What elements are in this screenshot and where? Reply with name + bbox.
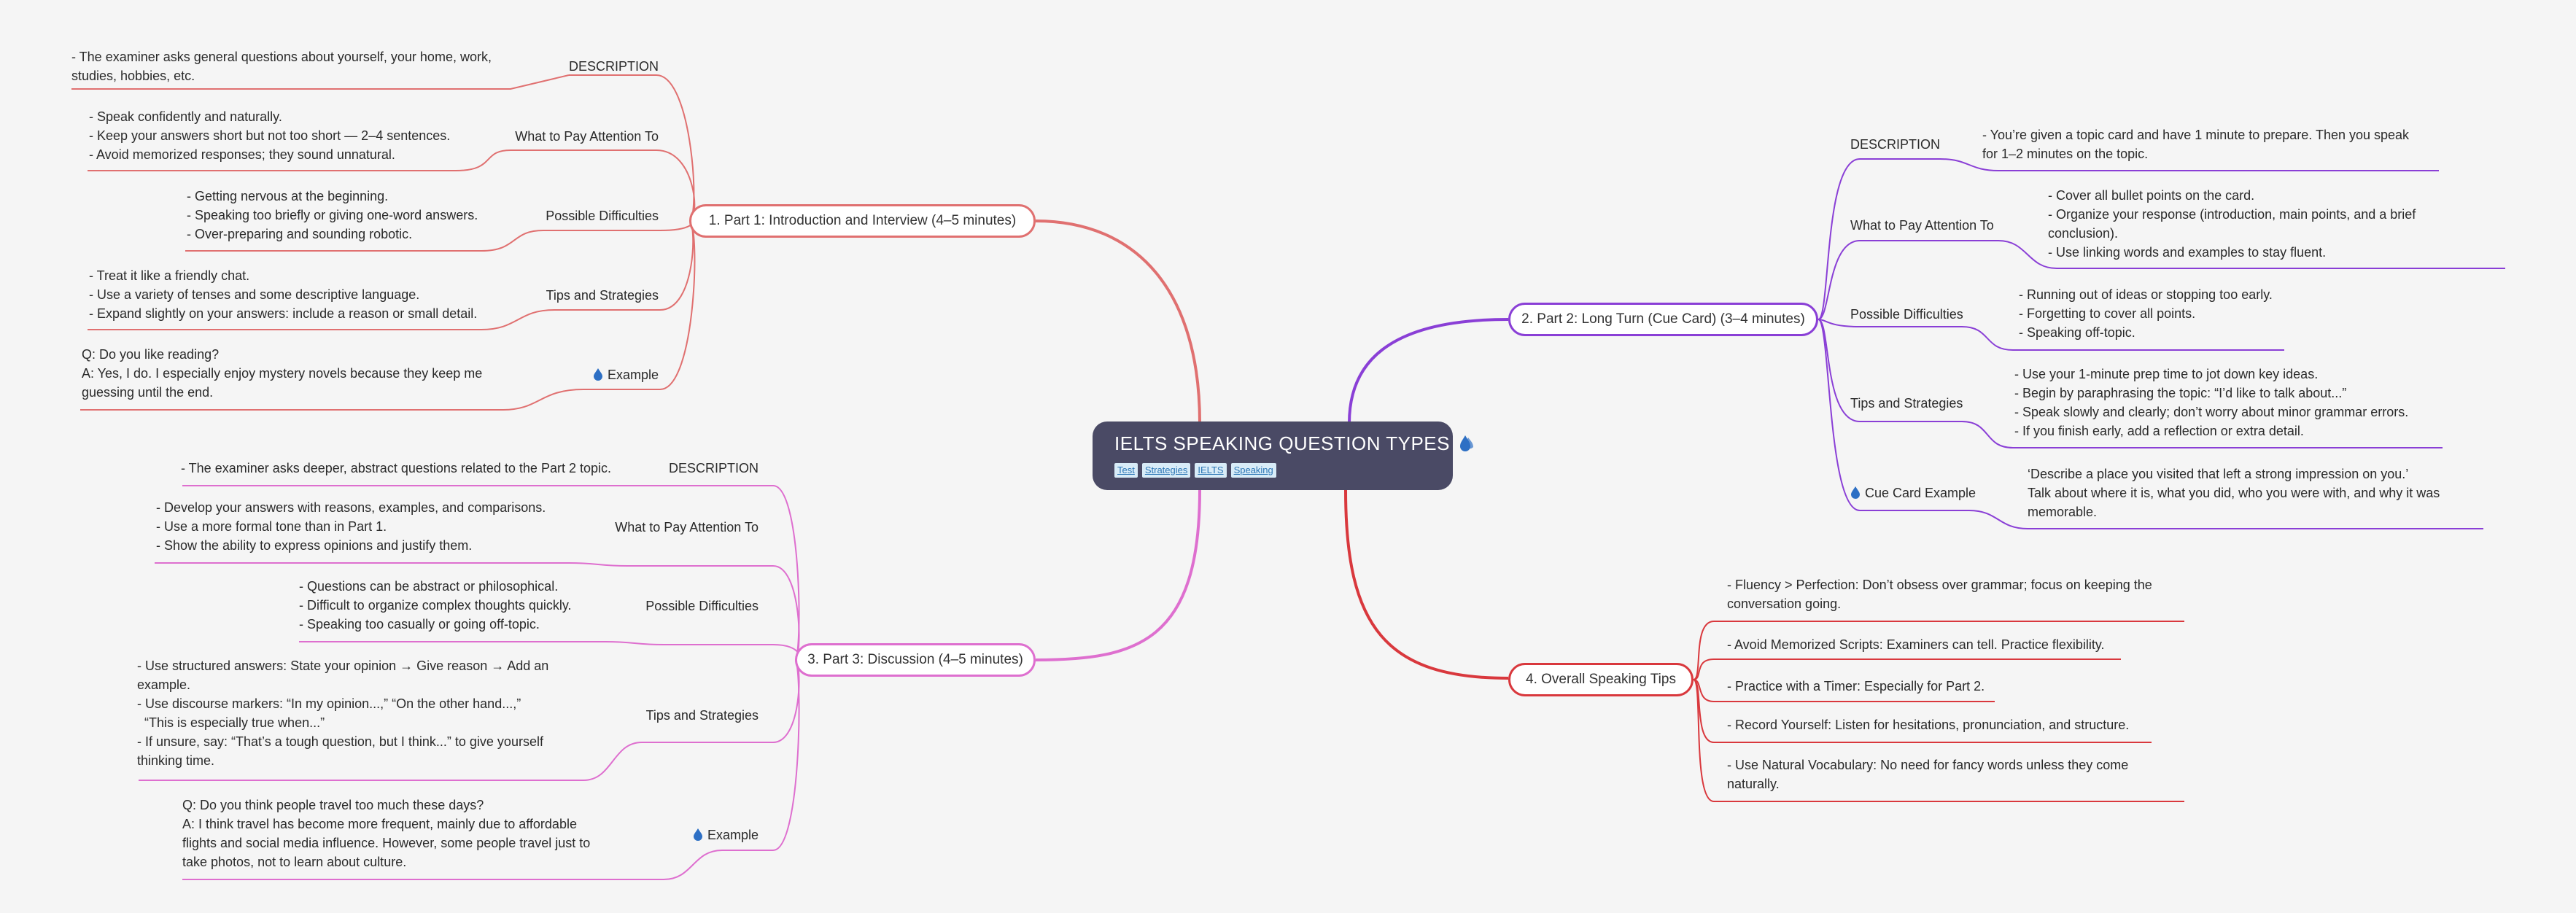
part1-difficulties-label[interactable]: Possible Difficulties xyxy=(546,209,659,223)
part3-difficulties-label[interactable]: Possible Difficulties xyxy=(645,599,759,613)
part1-difficulties-text: - Getting nervous at the beginning.- Spe… xyxy=(187,189,478,241)
part2-description-text: - You’re given a topic card and have 1 m… xyxy=(1982,128,2410,161)
part3-topic[interactable]: 3. Part 3: Discussion (4–5 minutes) xyxy=(795,643,1036,677)
water-drop-icon xyxy=(1851,486,1860,499)
part2-tips-label[interactable]: Tips and Strategies xyxy=(1850,396,1963,411)
part3-tips-text: - Use structured answers: State your opi… xyxy=(137,658,549,768)
part1-tips-text: - Treat it like a friendly chat.- Use a … xyxy=(89,268,478,321)
part1-attention-label[interactable]: What to Pay Attention To xyxy=(515,129,659,144)
part1-example-text: Q: Do you like reading?A: Yes, I do. I e… xyxy=(82,347,483,400)
part2-difficulties-label[interactable]: Possible Difficulties xyxy=(1850,307,1963,322)
water-drop-icon xyxy=(593,368,602,381)
tag-test[interactable]: Test xyxy=(1114,463,1138,478)
part4-tip-memorized[interactable]: - Avoid Memorized Scripts: Examiners can… xyxy=(1727,637,2105,652)
part2-description-label[interactable]: DESCRIPTION xyxy=(1850,137,1941,152)
part2-attention-label[interactable]: What to Pay Attention To xyxy=(1850,218,1994,233)
part1-description-label[interactable]: DESCRIPTION xyxy=(568,59,659,74)
part3-description-text: - The examiner asks deeper, abstract que… xyxy=(181,461,611,475)
part2-attention-text: - Cover all bullet points on the card.- … xyxy=(2048,188,2416,260)
part3-example-text: Q: Do you think people travel too much t… xyxy=(182,798,591,869)
water-drop-icon xyxy=(693,828,702,841)
part4-tip-record[interactable]: - Record Yourself: Listen for hesitation… xyxy=(1727,718,2130,732)
part2-tips-text: - Use your 1-minute prep time to jot dow… xyxy=(2014,367,2409,438)
part3-tips-label[interactable]: Tips and Strategies xyxy=(645,708,759,723)
part1-topic[interactable]: 1. Part 1: Introduction and Interview (4… xyxy=(689,204,1036,238)
part2-difficulties-text: - Running out of ideas or stopping too e… xyxy=(2019,287,2273,340)
part2-topic[interactable]: 2. Part 2: Long Turn (Cue Card) (3–4 min… xyxy=(1508,303,1818,336)
part1-attention-text: - Speak confidently and naturally.- Keep… xyxy=(89,109,451,162)
part3-attention-label[interactable]: What to Pay Attention To xyxy=(615,520,759,535)
tag-ielts[interactable]: IELTS xyxy=(1195,463,1227,478)
part3-description-label[interactable]: DESCRIPTION xyxy=(668,461,759,475)
part3-example-label[interactable]: Example xyxy=(613,825,759,844)
tag-strategies[interactable]: Strategies xyxy=(1141,463,1191,478)
part3-attention-text: - Develop your answers with reasons, exa… xyxy=(156,500,546,553)
water-drop-icon xyxy=(1460,435,1473,451)
part4-tip-fluency[interactable]: - Fluency > Perfection: Don’t obsess ove… xyxy=(1727,578,2152,611)
central-topic[interactable]: IELTS SPEAKING QUESTION TYPES Test Strat… xyxy=(1093,421,1473,490)
central-title: IELTS SPEAKING QUESTION TYPES xyxy=(1114,431,1473,456)
part4-tip-vocabulary[interactable]: - Use Natural Vocabulary: No need for fa… xyxy=(1727,758,2129,791)
part1-tips-label[interactable]: Tips and Strategies xyxy=(546,288,659,303)
part2-example-label[interactable]: Cue Card Example xyxy=(1850,483,1976,502)
part3-difficulties-text: - Questions can be abstract or philosoph… xyxy=(299,579,572,632)
part4-tip-timer[interactable]: - Practice with a Timer: Especially for … xyxy=(1727,679,1985,694)
part2-example-text: ‘Describe a place you visited that left … xyxy=(2028,467,2440,519)
tag-list: Test Strategies IELTS Speaking xyxy=(1114,463,1431,478)
tag-speaking[interactable]: Speaking xyxy=(1230,463,1276,478)
part4-topic[interactable]: 4. Overall Speaking Tips xyxy=(1508,663,1694,696)
part1-example-label[interactable]: Example xyxy=(511,365,659,384)
part1-description-text: - The examiner asks general questions ab… xyxy=(71,50,492,83)
